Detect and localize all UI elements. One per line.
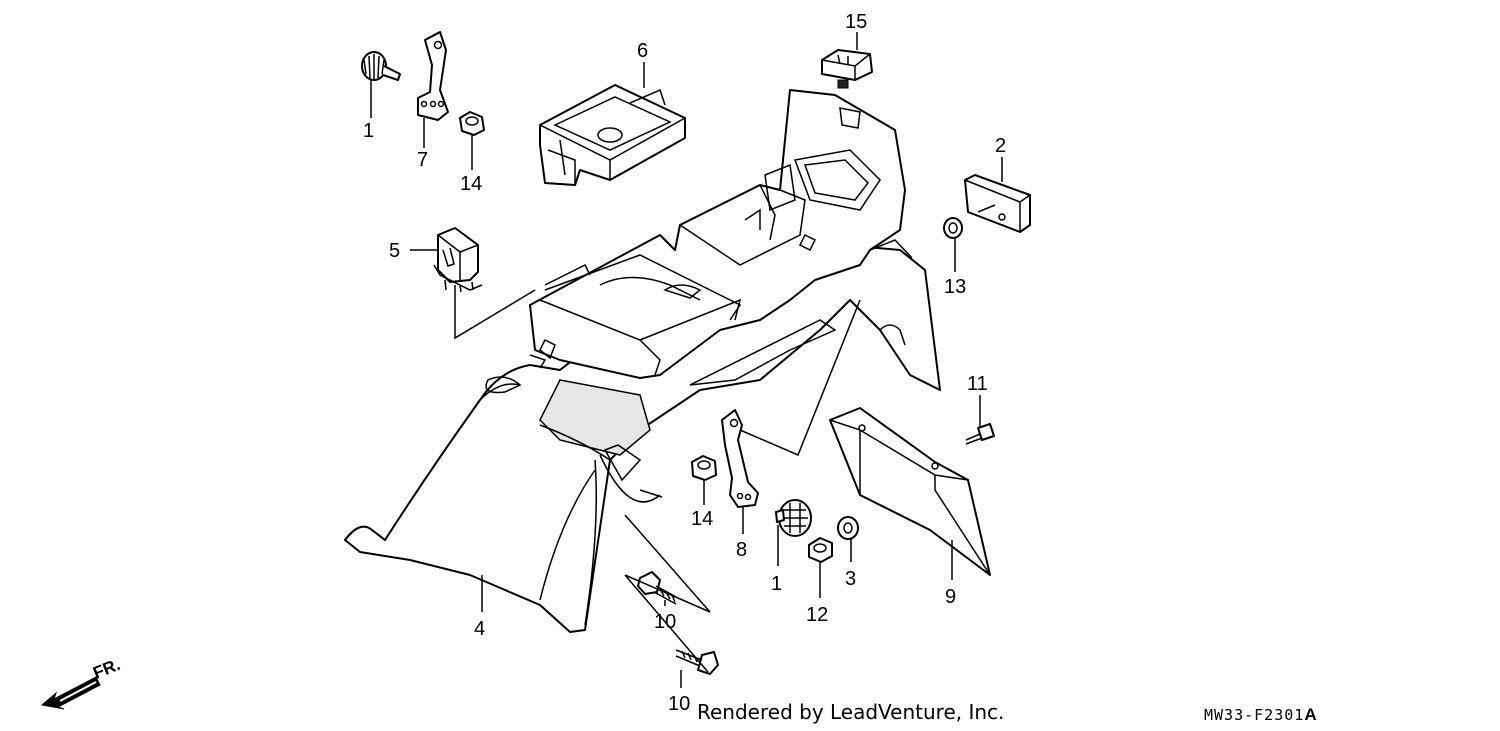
rear-fender-part-4[interactable] xyxy=(344,239,941,633)
watermark-text: Rendered by LeadVenture, Inc. xyxy=(697,700,1005,724)
grommet-part-1-top[interactable] xyxy=(361,51,401,81)
nut-part-14-lower[interactable] xyxy=(691,455,717,481)
callout-14-top: 14 xyxy=(460,173,482,195)
connector-part-15[interactable] xyxy=(821,49,873,89)
callout-6: 6 xyxy=(637,40,648,62)
callout-10-lower: 10 xyxy=(668,693,690,715)
bracket-part-8[interactable] xyxy=(721,409,759,508)
diagram-code-suffix: A xyxy=(1304,705,1318,724)
callout-10-upper: 10 xyxy=(654,611,676,633)
grommet-part-1-lower[interactable] xyxy=(775,499,812,537)
screw-part-11[interactable] xyxy=(965,423,995,445)
callout-1-lower: 1 xyxy=(771,573,782,595)
bracket-part-7[interactable] xyxy=(417,31,449,121)
relay-part-5[interactable] xyxy=(433,227,483,293)
callout-labels: 1 7 14 6 15 2 13 5 11 14 8 1 3 12 9 4 10… xyxy=(363,11,1006,715)
callout-14-lower: 14 xyxy=(691,508,713,530)
callout-11: 11 xyxy=(967,373,988,395)
callout-1-top: 1 xyxy=(363,120,374,142)
nut-part-13[interactable] xyxy=(943,217,963,239)
callout-4: 4 xyxy=(474,618,485,640)
callout-12: 12 xyxy=(806,604,828,626)
nut-part-14-top[interactable] xyxy=(459,111,485,136)
front-indicator-label: FR. xyxy=(90,655,123,683)
callout-2: 2 xyxy=(995,135,1006,157)
nut-part-12[interactable] xyxy=(808,537,833,563)
battery-tray-frame xyxy=(529,89,913,379)
leader-lines xyxy=(370,32,1003,688)
collar-part-3[interactable] xyxy=(837,516,859,540)
callout-8: 8 xyxy=(736,539,747,561)
front-direction-arrow-icon: FR. xyxy=(40,655,123,710)
callout-7: 7 xyxy=(417,149,428,171)
callout-3: 3 xyxy=(845,568,856,590)
bolt-part-10-lower[interactable] xyxy=(675,649,719,675)
tool-tray-part-6[interactable] xyxy=(539,84,686,186)
callout-5: 5 xyxy=(389,240,400,262)
bolt-part-10-upper[interactable] xyxy=(637,571,679,605)
cover-part-9[interactable] xyxy=(829,407,991,576)
callout-13: 13 xyxy=(944,276,966,298)
reflector-part-2[interactable] xyxy=(964,174,1031,233)
diagram-code-text: MW33-F2301 xyxy=(1204,706,1305,724)
callout-9: 9 xyxy=(945,586,956,608)
diagram-code: MW33-F2301A xyxy=(1204,705,1318,725)
callout-15: 15 xyxy=(845,11,867,33)
